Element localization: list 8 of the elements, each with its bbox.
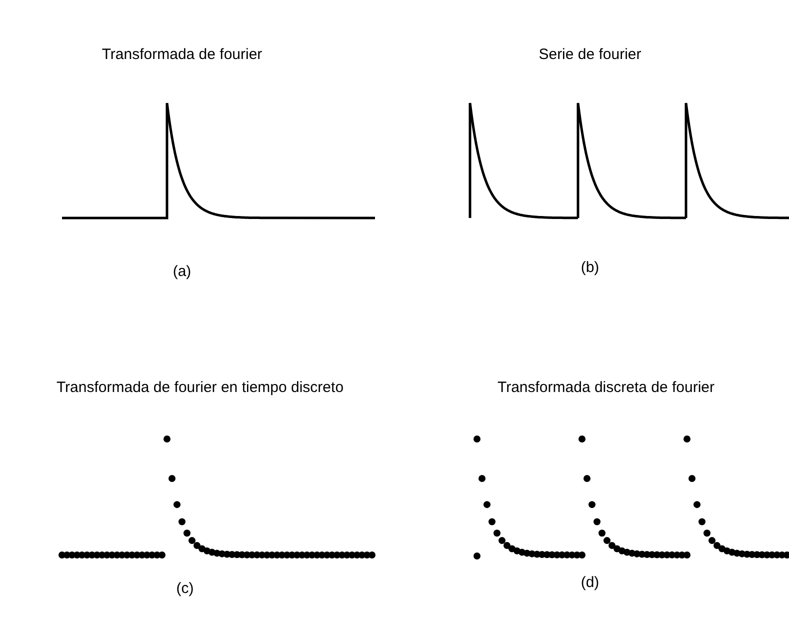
panel-title: Transformada de fourier en tiempo discreto [56,380,344,395]
panel-letter: (c) [176,581,194,596]
panel-title: Transformada discreta de fourier [497,380,715,395]
panel-title: Serie de fourier [538,47,642,62]
panel-letter: (b) [580,260,600,275]
panel-title: Transformada de fourier [102,47,262,62]
panel-letter: (d) [580,575,600,590]
panel-letter: (a) [172,264,192,279]
